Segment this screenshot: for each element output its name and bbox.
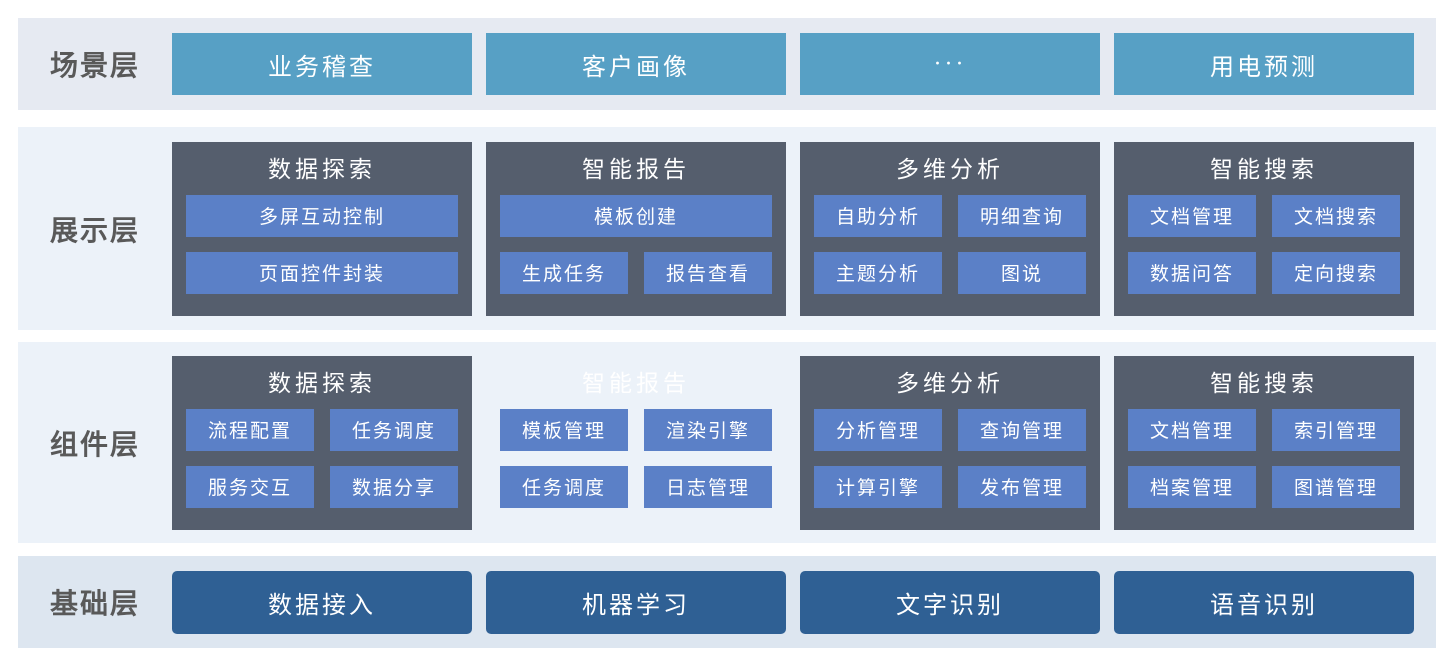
base-button-machine-learning[interactable]: 机器学习 [486, 570, 786, 634]
module-button[interactable]: 页面控件封装 [186, 251, 458, 294]
module-button[interactable]: 服务交互 [186, 465, 314, 508]
band-base-layer: 基础层 数据接入 机器学习 文字识别 语音识别 [18, 556, 1436, 648]
module-button[interactable]: 明细查询 [958, 194, 1086, 237]
card-component-multidim-analysis: 多维分析 分析管理 查询管理 计算引擎 发布管理 [800, 355, 1100, 530]
module-button[interactable]: 档案管理 [1128, 465, 1256, 508]
module-button[interactable]: 查询管理 [958, 408, 1086, 451]
base-buttons: 数据接入 机器学习 文字识别 语音识别 [172, 570, 1436, 634]
layer-label-scene: 场景层 [49, 50, 140, 81]
layer-label-component: 组件层 [49, 428, 140, 460]
module-button[interactable]: 文档搜索 [1272, 194, 1400, 237]
scene-button-business-audit[interactable]: 业务稽查 [172, 33, 472, 95]
module-button[interactable]: 数据问答 [1128, 251, 1256, 294]
card-component-data-exploration: 数据探索 流程配置 任务调度 服务交互 数据分享 [172, 355, 472, 530]
module-button[interactable]: 报告查看 [644, 251, 772, 294]
module-button[interactable]: 渲染引擎 [644, 408, 772, 451]
scene-button-more[interactable]: ··· [800, 33, 1100, 95]
module-button[interactable]: 分析管理 [814, 408, 942, 451]
module-button[interactable]: 发布管理 [958, 465, 1086, 508]
module-button[interactable]: 主题分析 [814, 251, 942, 294]
layer-label-base: 基础层 [49, 588, 140, 619]
card-display-data-exploration: 数据探索 多屏互动控制 页面控件封装 [172, 141, 472, 316]
card-title: 多维分析 [896, 370, 1004, 396]
card-title: 智能搜索 [1210, 156, 1318, 182]
module-button[interactable]: 任务调度 [500, 465, 628, 508]
module-button[interactable]: 日志管理 [644, 465, 772, 508]
display-cards: 数据探索 多屏互动控制 页面控件封装 智能报告 模板创建 生成任务 报告查看 多… [172, 141, 1436, 316]
card-display-multidim-analysis: 多维分析 自助分析 明细查询 主题分析 图说 [800, 141, 1100, 316]
card-title: 智能报告 [582, 156, 690, 182]
card-display-smart-search: 智能搜索 文档管理 文档搜索 数据问答 定向搜索 [1114, 141, 1414, 316]
module-button[interactable]: 任务调度 [330, 408, 458, 451]
scene-button-power-forecast[interactable]: 用电预测 [1114, 33, 1414, 95]
module-button[interactable]: 图说 [958, 251, 1086, 294]
scene-button-customer-profile[interactable]: 客户画像 [486, 33, 786, 95]
band-display-layer: 展示层 数据探索 多屏互动控制 页面控件封装 智能报告 模板创建 生成任务 报告… [18, 127, 1436, 330]
layer-label-display: 展示层 [49, 214, 140, 246]
card-title: 智能搜索 [1210, 370, 1318, 396]
card-component-smart-search: 智能搜索 文档管理 索引管理 档案管理 图谱管理 [1114, 355, 1414, 530]
base-button-data-ingest[interactable]: 数据接入 [172, 570, 472, 634]
module-button[interactable]: 文档管理 [1128, 408, 1256, 451]
band-scene-layer: 场景层 业务稽查 客户画像 ··· 用电预测 [18, 18, 1436, 110]
module-button[interactable]: 模板创建 [500, 194, 772, 237]
card-display-smart-report: 智能报告 模板创建 生成任务 报告查看 [486, 141, 786, 316]
card-title: 智能报告 [582, 370, 690, 396]
card-title: 多维分析 [896, 156, 1004, 182]
module-button[interactable]: 模板管理 [500, 408, 628, 451]
module-button[interactable]: 文档管理 [1128, 194, 1256, 237]
module-button[interactable]: 生成任务 [500, 251, 628, 294]
module-button[interactable]: 图谱管理 [1272, 465, 1400, 508]
base-button-ocr[interactable]: 文字识别 [800, 570, 1100, 634]
module-button[interactable]: 多屏互动控制 [186, 194, 458, 237]
component-cards: 数据探索 流程配置 任务调度 服务交互 数据分享 智能报告 模板管理 渲染引擎 … [172, 355, 1436, 530]
module-button[interactable]: 计算引擎 [814, 465, 942, 508]
module-button[interactable]: 数据分享 [330, 465, 458, 508]
card-component-smart-report: 智能报告 模板管理 渲染引擎 任务调度 日志管理 [486, 356, 786, 530]
card-title: 数据探索 [268, 156, 376, 182]
module-button[interactable]: 自助分析 [814, 194, 942, 237]
card-title: 数据探索 [268, 370, 376, 396]
scene-buttons: 业务稽查 客户画像 ··· 用电预测 [172, 33, 1436, 95]
module-button[interactable]: 索引管理 [1272, 408, 1400, 451]
band-component-layer: 组件层 数据探索 流程配置 任务调度 服务交互 数据分享 智能报告 模板管理 渲… [18, 342, 1436, 543]
module-button[interactable]: 流程配置 [186, 408, 314, 451]
base-button-speech-recognition[interactable]: 语音识别 [1114, 570, 1414, 634]
module-button[interactable]: 定向搜索 [1272, 251, 1400, 294]
